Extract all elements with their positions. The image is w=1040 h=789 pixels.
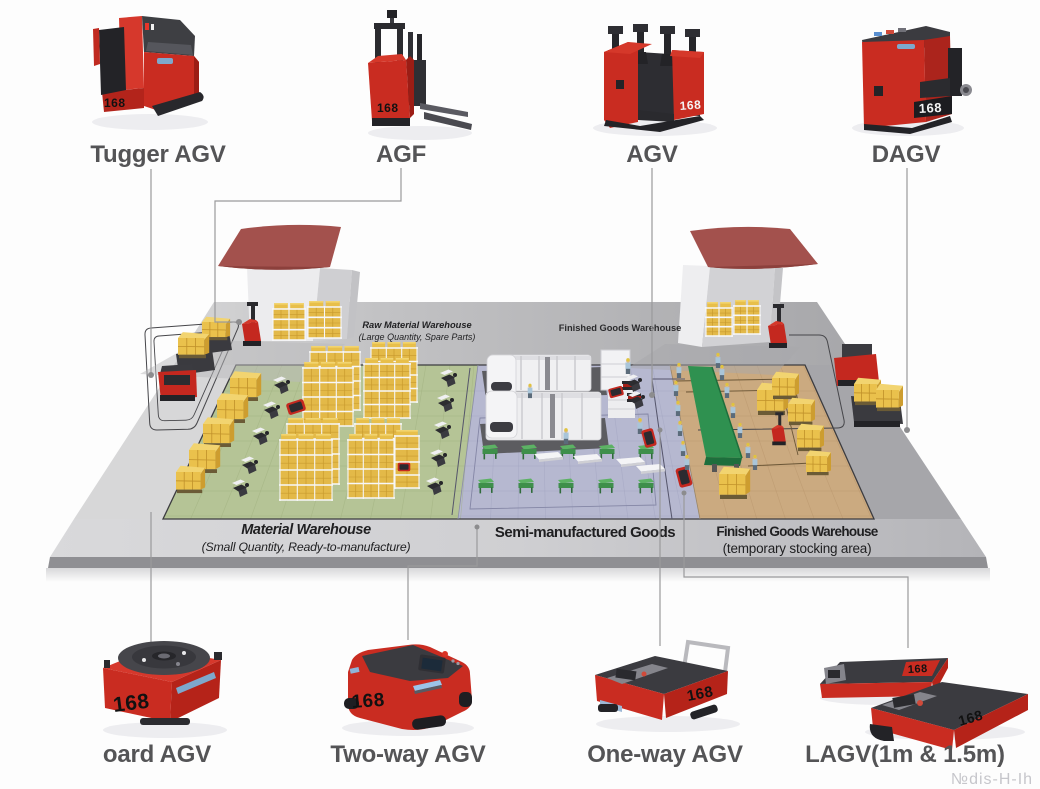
svg-text:AGV: AGV xyxy=(626,141,678,168)
svg-text:oard AGV: oard AGV xyxy=(103,741,211,768)
svg-text:168: 168 xyxy=(112,690,151,717)
svg-text:168: 168 xyxy=(908,663,928,676)
svg-text:№dis-H-Ih: №dis-H-Ih xyxy=(951,771,1033,788)
svg-text:168: 168 xyxy=(686,683,715,705)
svg-text:Finished Goods Warehouse: Finished Goods Warehouse xyxy=(716,524,878,539)
svg-text:(Small Quantity, Ready-to-manu: (Small Quantity, Ready-to-manufacture) xyxy=(202,540,411,554)
svg-text:Semi-manufactured Goods: Semi-manufactured Goods xyxy=(495,524,675,541)
svg-text:One-way AGV: One-way AGV xyxy=(587,741,743,768)
svg-text:168: 168 xyxy=(918,100,942,116)
svg-text:168: 168 xyxy=(351,690,386,713)
svg-text:AGF: AGF xyxy=(376,141,426,168)
svg-text:168: 168 xyxy=(377,101,399,115)
svg-text:(Large Quantity, Spare Parts): (Large Quantity, Spare Parts) xyxy=(359,332,476,342)
svg-text:LAGV(1m & 1.5m): LAGV(1m & 1.5m) xyxy=(805,741,1005,768)
svg-text:Material Warehouse: Material Warehouse xyxy=(241,522,371,538)
svg-text:168: 168 xyxy=(679,98,701,113)
svg-text:Finished Goods Warehouse: Finished Goods Warehouse xyxy=(559,323,682,333)
svg-text:DAGV: DAGV xyxy=(872,141,941,168)
svg-text:168: 168 xyxy=(956,707,984,729)
svg-text:Raw Material Warehouse: Raw Material Warehouse xyxy=(362,320,471,330)
svg-text:Tugger AGV: Tugger AGV xyxy=(90,141,226,168)
svg-text:168: 168 xyxy=(104,96,126,110)
svg-text:(temporary stocking area): (temporary stocking area) xyxy=(723,541,872,556)
svg-text:Two-way AGV: Two-way AGV xyxy=(330,741,485,768)
